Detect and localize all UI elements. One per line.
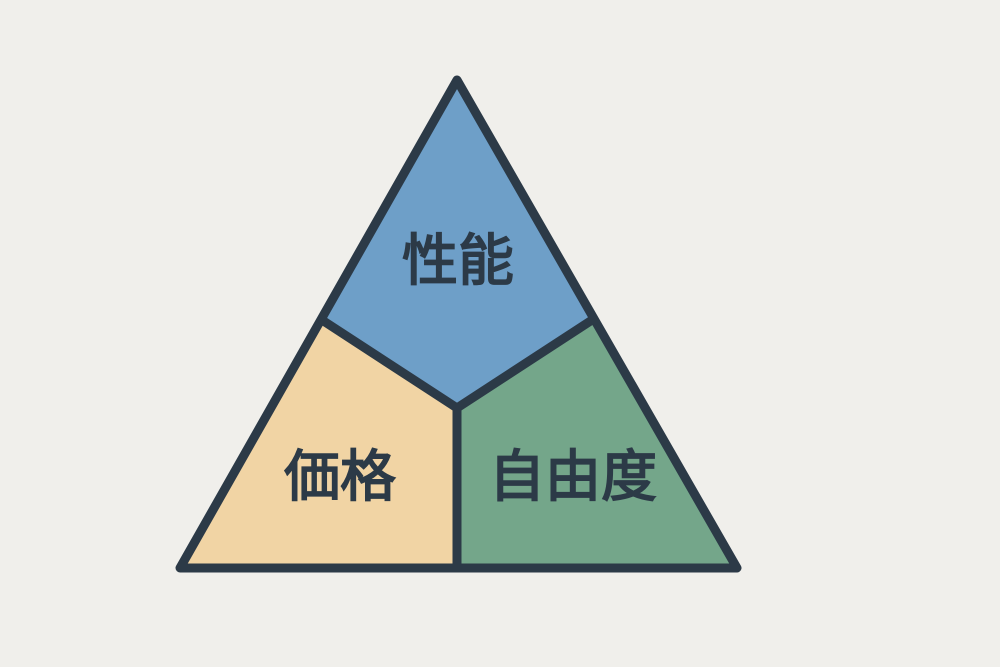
label-price: 価格 bbox=[283, 445, 397, 510]
segment-performance bbox=[322, 80, 592, 408]
label-performance: 性能 bbox=[402, 229, 514, 294]
segment-price bbox=[180, 320, 457, 568]
segment-freedom bbox=[457, 320, 737, 568]
label-freedom: 自由度 bbox=[489, 445, 657, 510]
